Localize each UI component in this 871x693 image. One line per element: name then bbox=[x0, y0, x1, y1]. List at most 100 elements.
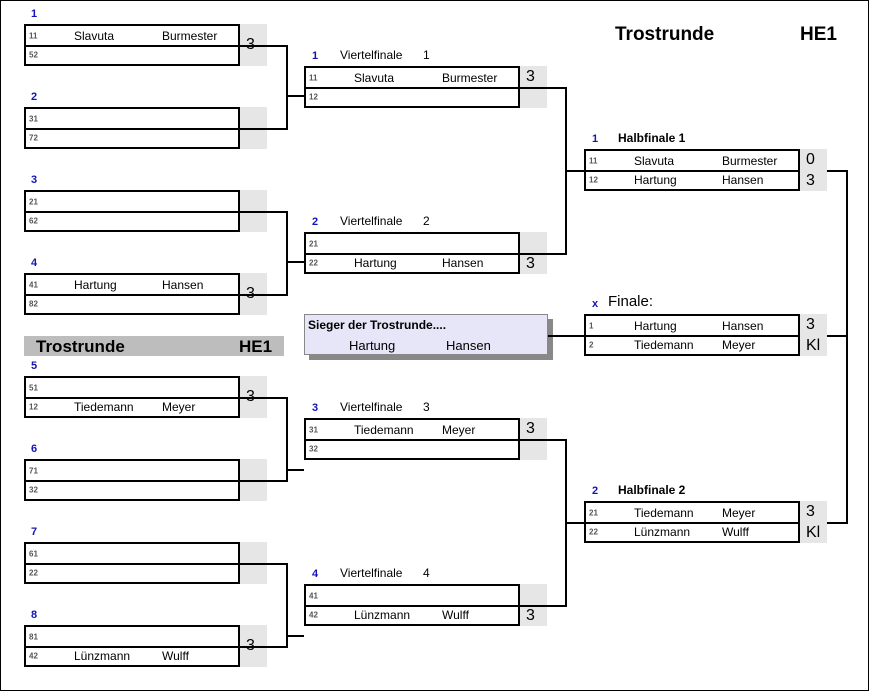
player-name: Tiedemann bbox=[354, 422, 414, 437]
seed-number: 31 bbox=[29, 114, 38, 123]
connector-line bbox=[286, 261, 304, 263]
connector-line bbox=[286, 469, 304, 471]
score-value: 3 bbox=[246, 637, 255, 655]
player-row: 51 bbox=[26, 378, 238, 399]
player-name: Slavuta bbox=[74, 28, 115, 43]
connector-line bbox=[286, 397, 288, 482]
connector-line bbox=[240, 294, 286, 296]
match-number: 3 bbox=[31, 174, 38, 186]
seed-number: 61 bbox=[29, 549, 38, 558]
player-name: Lünzmann bbox=[634, 524, 691, 539]
score-cell: 3 bbox=[800, 501, 827, 522]
score-value: 3 bbox=[526, 254, 535, 272]
final-marker: x bbox=[592, 298, 599, 310]
match-number: 2 bbox=[31, 91, 38, 103]
player-name: Slavuta bbox=[634, 153, 675, 168]
group-label: HE1 bbox=[800, 24, 837, 45]
player-name: Lünzmann bbox=[74, 648, 131, 663]
connector-line bbox=[520, 439, 567, 441]
round-label: Viertelfinale bbox=[340, 566, 403, 580]
player-row: 61 bbox=[26, 544, 238, 565]
match-box: 31 72 bbox=[24, 107, 240, 149]
seed-number: 42 bbox=[309, 610, 318, 619]
round-label: Viertelfinale bbox=[340, 48, 403, 62]
player-name: Hartung bbox=[634, 318, 677, 333]
match-number: 1 bbox=[592, 133, 599, 145]
match-number: 3 bbox=[312, 402, 319, 414]
seed-number: 22 bbox=[309, 258, 318, 267]
connector-line bbox=[286, 563, 288, 648]
seed-number: 51 bbox=[29, 383, 38, 392]
player-row: 21 bbox=[26, 192, 238, 213]
player-row: 32 bbox=[306, 439, 518, 458]
partner-name: Wulff bbox=[722, 524, 749, 539]
score-value: Kl bbox=[806, 336, 821, 354]
score-value: 3 bbox=[246, 36, 255, 54]
connector-line bbox=[240, 563, 286, 565]
seed-number: 32 bbox=[29, 485, 38, 494]
player-name: Tiedemann bbox=[74, 399, 134, 414]
score-cell bbox=[520, 87, 547, 108]
seed-number: 31 bbox=[309, 425, 318, 434]
seed-number: 2 bbox=[589, 340, 594, 349]
score-cell: 3 bbox=[520, 253, 547, 274]
match-number: 6 bbox=[31, 443, 38, 455]
seed-number: 52 bbox=[29, 50, 38, 59]
seed-number: 81 bbox=[29, 632, 38, 641]
score-value: 3 bbox=[806, 171, 815, 189]
connector-line bbox=[846, 170, 848, 524]
match-number: 2 bbox=[312, 216, 319, 228]
winner-label: Sieger der Trostrunde.... bbox=[308, 318, 447, 332]
round-label: Halbfinale 2 bbox=[618, 483, 686, 497]
score-cell: 3 bbox=[800, 170, 827, 191]
seed-number: 71 bbox=[29, 466, 38, 475]
partner-name: Burmester bbox=[722, 153, 778, 168]
match-box: 71 32 bbox=[24, 459, 240, 501]
connector-line bbox=[286, 635, 304, 637]
seed-number: 11 bbox=[29, 31, 38, 40]
seed-number: 82 bbox=[29, 299, 38, 308]
player-row: 31 bbox=[26, 109, 238, 130]
round-label: Viertelfinale bbox=[340, 400, 403, 414]
connector-line bbox=[565, 170, 585, 172]
player-row: 72 bbox=[26, 128, 238, 147]
score-cell: 3 bbox=[520, 66, 547, 87]
score-value: 3 bbox=[246, 388, 255, 406]
player-name: Hartung bbox=[634, 172, 677, 187]
connector-line bbox=[240, 480, 286, 482]
winner-box: Sieger der Trostrunde.... Hartung Hansen bbox=[304, 314, 548, 355]
player-row: 21 bbox=[306, 234, 518, 255]
match-number: 2 bbox=[592, 485, 599, 497]
connector-line bbox=[827, 335, 847, 337]
seed-number: 21 bbox=[309, 239, 318, 248]
seed-number: 32 bbox=[309, 444, 318, 453]
score-cell: Kl bbox=[800, 522, 827, 543]
player-name: Slavuta bbox=[354, 70, 395, 85]
score-cell: 3 bbox=[800, 314, 827, 335]
score-cell bbox=[520, 439, 547, 460]
final-label: Finale: bbox=[608, 293, 654, 310]
seed-number: 1 bbox=[589, 321, 594, 330]
match-number: 4 bbox=[312, 568, 319, 580]
seed-number: 41 bbox=[29, 280, 38, 289]
player-name: Hartung bbox=[74, 277, 117, 292]
partner-name: Hansen bbox=[162, 277, 204, 292]
seed-number: 62 bbox=[29, 216, 38, 225]
round-index: 4 bbox=[423, 566, 430, 580]
connector-line bbox=[240, 646, 286, 648]
round-index: 3 bbox=[423, 400, 430, 414]
seed-number: 22 bbox=[589, 527, 598, 536]
